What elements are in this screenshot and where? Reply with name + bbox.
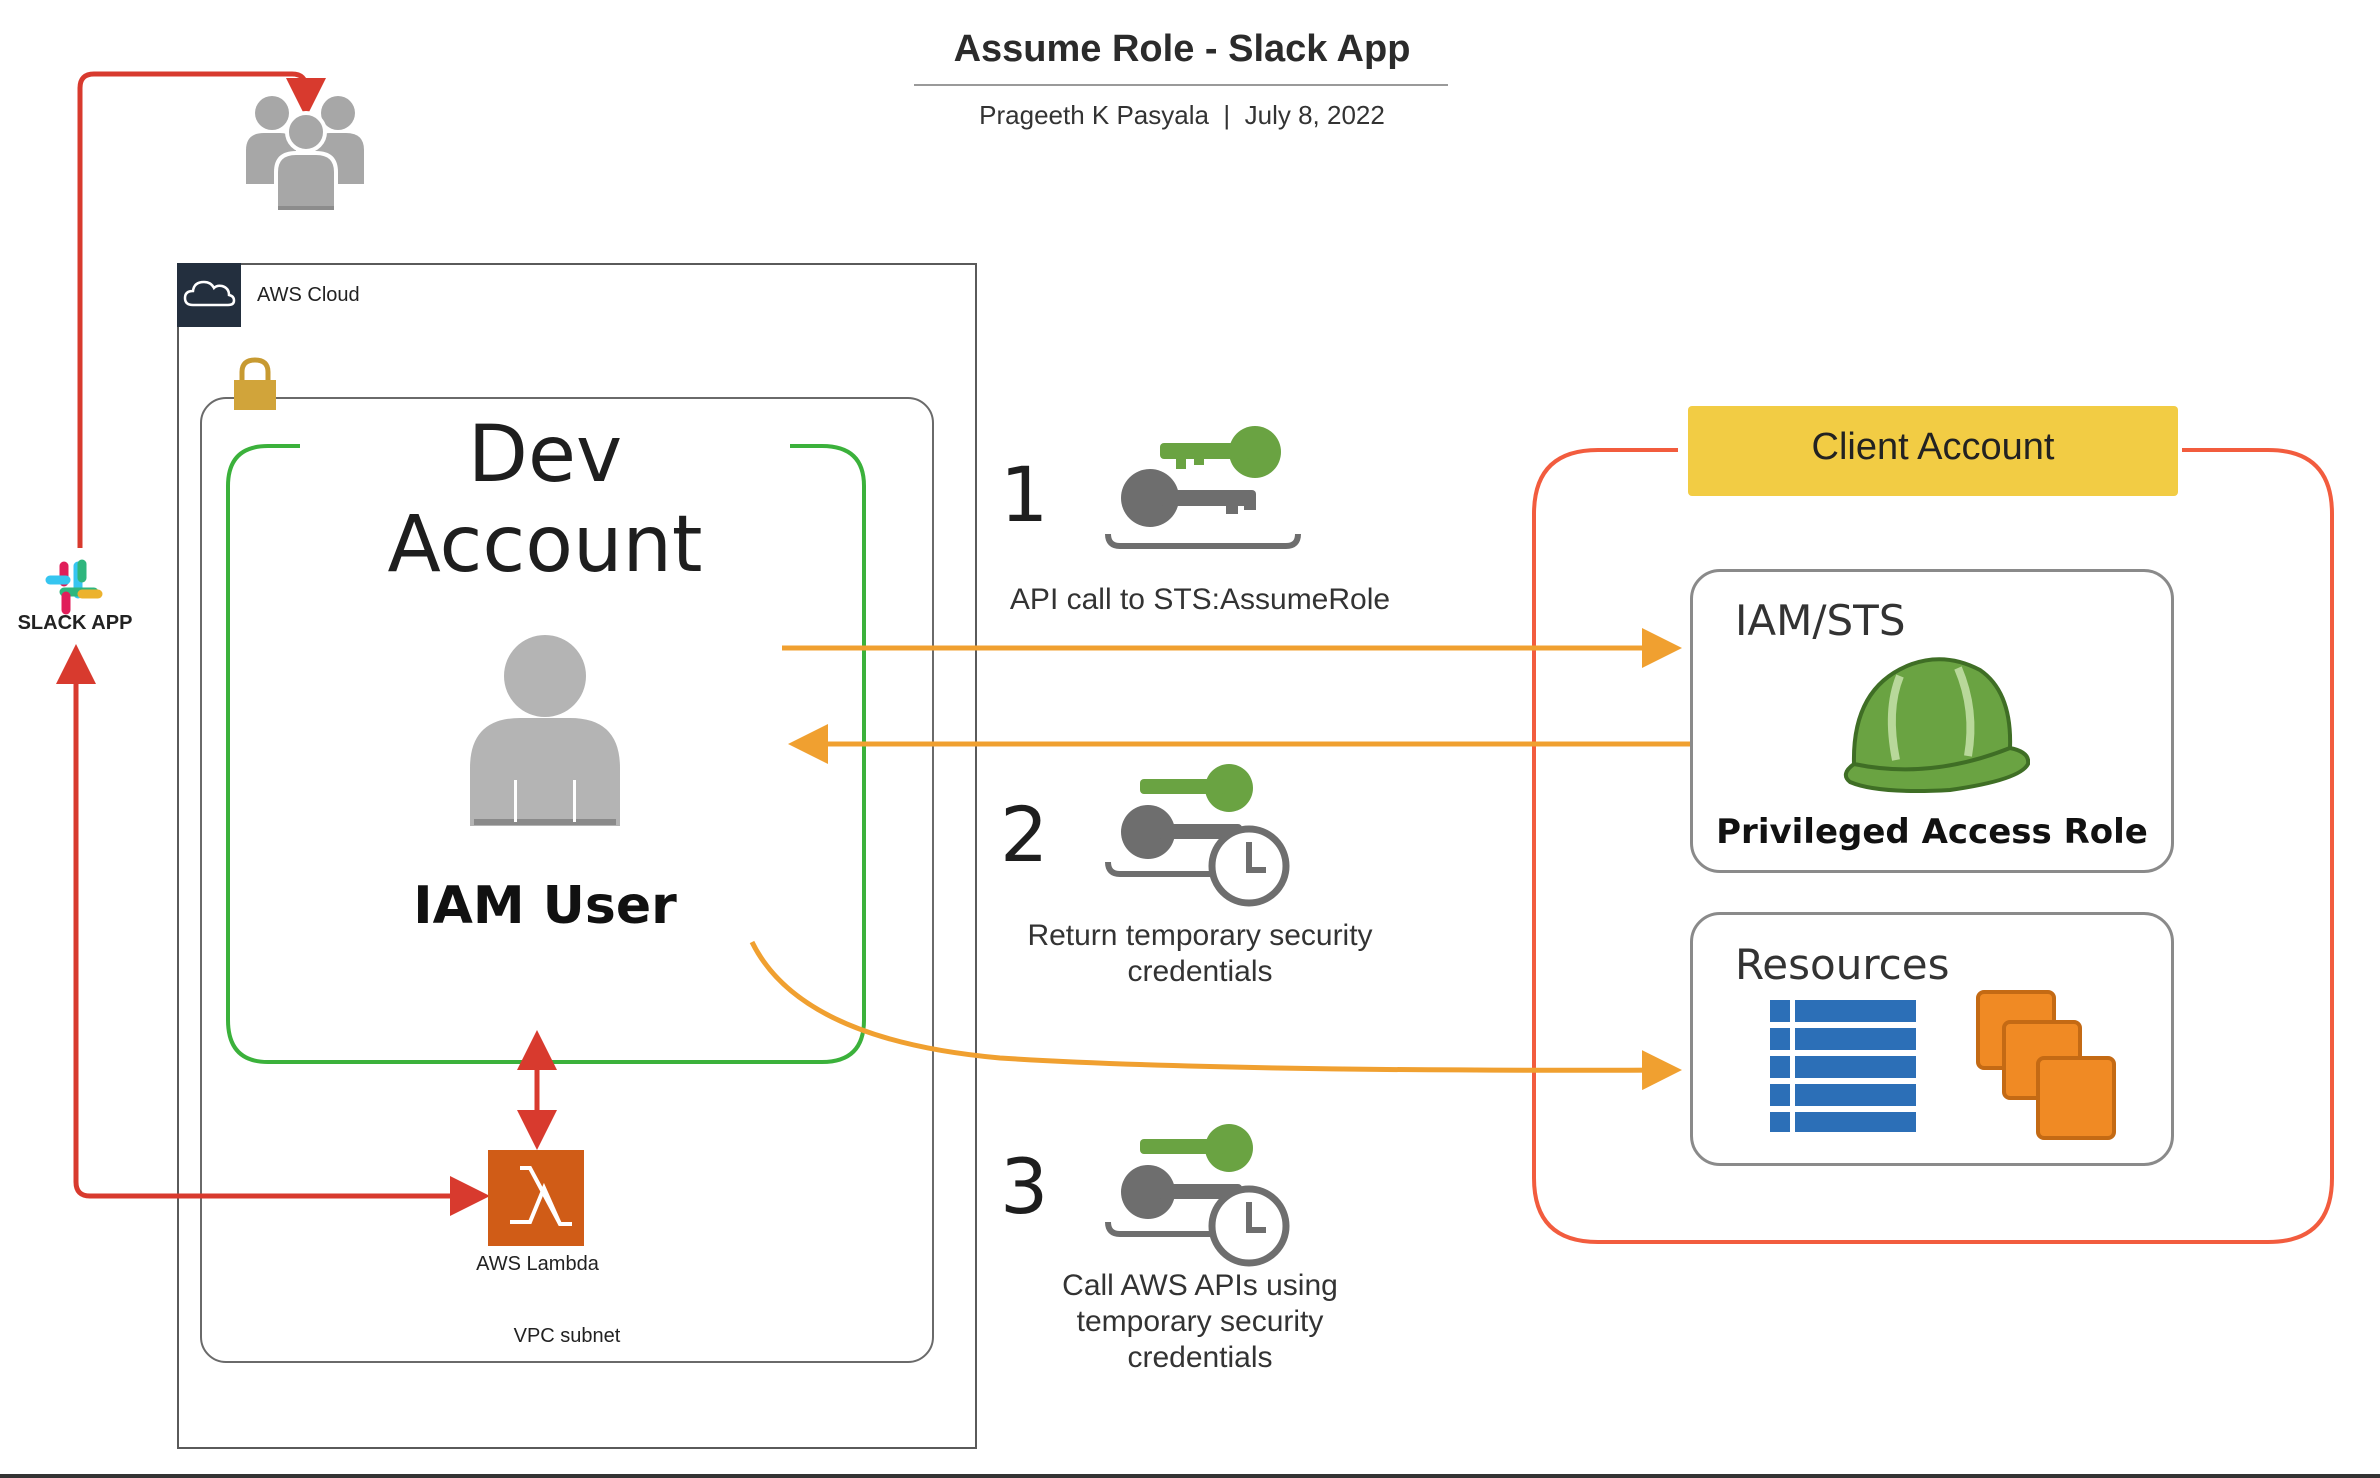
- slack-icon: [45, 559, 103, 615]
- lambda-to-slack-arrow: [56, 644, 472, 1199]
- dev-account-title: Dev Account: [300, 410, 790, 590]
- client-account-header: [1688, 406, 2178, 496]
- client-account-border: [1532, 448, 2334, 1244]
- iam-sts-label: IAM/STS: [1735, 596, 1906, 645]
- privileged-access-role-label: Privileged Access Role: [1716, 812, 2148, 852]
- aws-lambda-label: AWS Lambda: [476, 1253, 599, 1275]
- vpc-subnet-label: VPC subnet: [513, 1325, 621, 1347]
- step-2-text: Return temporary security credentials: [1027, 919, 1373, 988]
- diagram-subtitle: Prageeth K Pasyala | July 8, 2022: [979, 100, 1385, 130]
- instances-icon: [1976, 990, 2116, 1140]
- lock-icon: [234, 357, 276, 410]
- step-3-text: Call AWS APIs using temporary security c…: [1062, 1269, 1338, 1374]
- slack-to-users-arrow: [77, 71, 326, 548]
- aws-cloud-group: [177, 263, 977, 1449]
- users-icon: [246, 96, 364, 210]
- temporary-key-icon: [1105, 764, 1290, 907]
- step-3-number: 3: [1000, 1142, 1049, 1231]
- iam-user-icon: [470, 635, 620, 826]
- iam-user-label: IAM User: [413, 876, 677, 936]
- bottom-border: [0, 1474, 2380, 1478]
- aws-cloud-badge: [177, 263, 241, 327]
- resources-label: Resources: [1735, 940, 1950, 989]
- step-2-number: 2: [1000, 790, 1049, 879]
- aws-cloud-label: AWS Cloud: [257, 284, 360, 306]
- slack-app-label: SLACK APP: [17, 612, 133, 634]
- lambda-icon: [488, 1150, 584, 1246]
- api-call-arrow: [749, 940, 1682, 1091]
- vpc-subnet-group: [200, 397, 934, 1363]
- hard-hat-icon: [1843, 657, 2030, 793]
- temporary-key-icon: [1105, 1124, 1290, 1267]
- cloud-icon: [183, 280, 236, 307]
- step-1-number: 1: [1000, 450, 1049, 539]
- client-account-label: Client Account: [1811, 426, 2055, 468]
- step-1-text: API call to STS:AssumeRole: [1009, 583, 1391, 616]
- title-divider: [914, 84, 1448, 86]
- key-icon: [1105, 426, 1301, 549]
- diagram-title: Assume Role - Slack App: [953, 28, 1411, 70]
- database-table-icon: [1770, 1000, 1916, 1132]
